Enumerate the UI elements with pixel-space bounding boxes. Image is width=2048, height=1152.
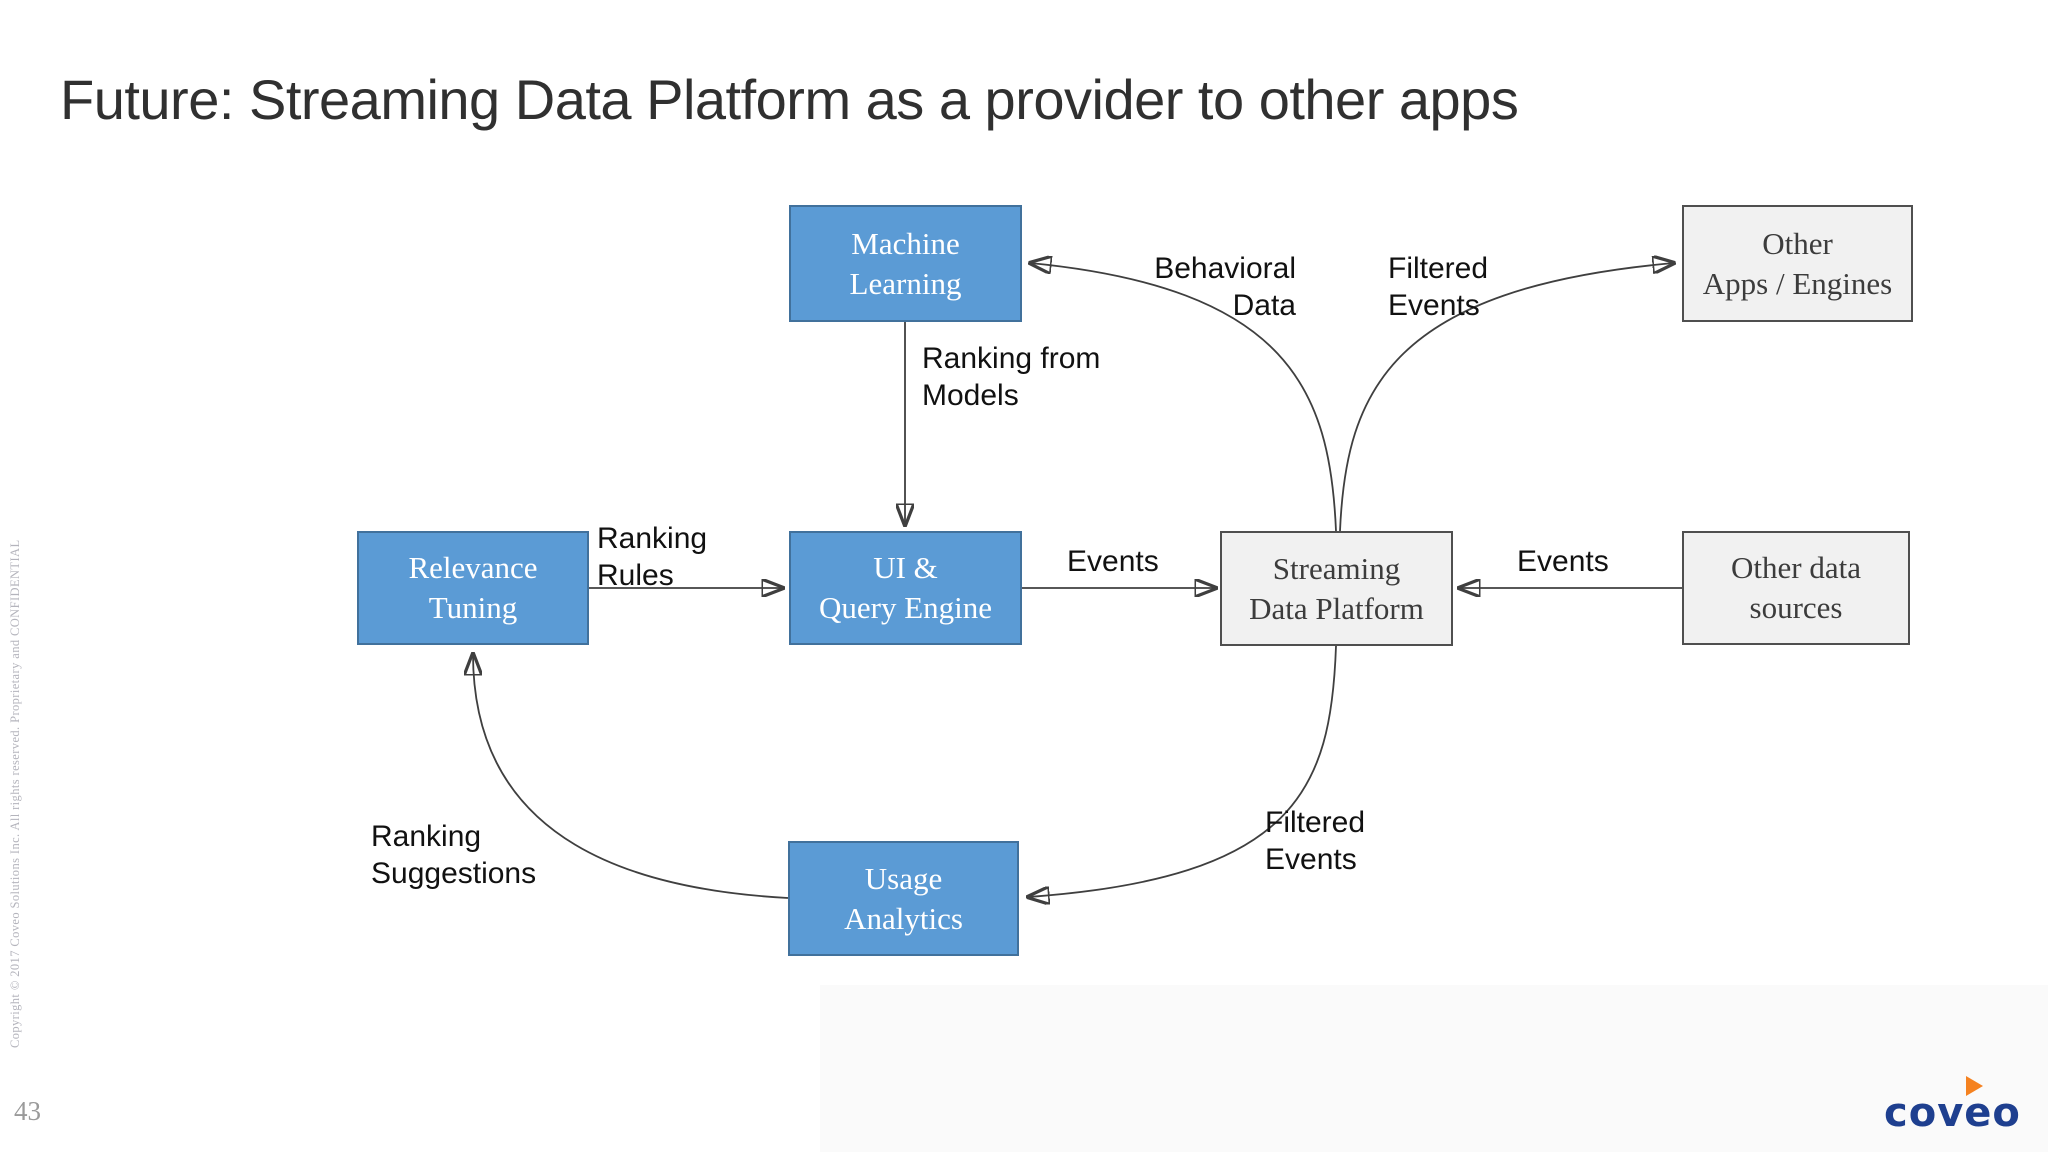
edge-label-ranking-from-models: Ranking from Models <box>922 342 1101 412</box>
edge-label-events-left: Events <box>1067 545 1159 578</box>
node-usage-analytics: Usage Analytics <box>788 841 1019 956</box>
node-relevance-tuning: Relevance Tuning <box>357 531 589 645</box>
logo-wordmark: coveo <box>1884 1090 2021 1136</box>
copyright-notice: Copyright © 2017 Coveo Solutions Inc. Al… <box>8 539 22 1048</box>
edge-label-ranking-rules: Ranking Rules <box>597 522 708 592</box>
edge-label-ranking-suggestions: Ranking Suggestions <box>371 820 537 890</box>
edge-label-filtered-events-top: Filtered Events <box>1388 252 1489 322</box>
arrow-ranking-suggestions <box>473 654 789 899</box>
coveo-logo: coveo <box>1884 1076 2024 1136</box>
edge-label-events-right: Events <box>1517 545 1609 578</box>
logo-play-icon <box>1966 1076 1983 1096</box>
node-ui-query-engine: UI & Query Engine <box>789 531 1022 645</box>
arrow-filtered-events-top <box>1339 263 1674 532</box>
page-title: Future: Streaming Data Platform as a pro… <box>60 67 1519 131</box>
node-machine-learning: Machine Learning <box>789 205 1022 322</box>
node-other-data-sources: Other data sources <box>1682 531 1910 645</box>
edge-label-behavioral-data: Behavioral Data <box>1154 252 1296 322</box>
edge-label-filtered-events-bottom: Filtered Events <box>1265 806 1366 876</box>
node-other-apps-engines: Other Apps / Engines <box>1682 205 1913 322</box>
node-streaming-data-platform: Streaming Data Platform <box>1220 531 1453 646</box>
page-number: 43 <box>14 1096 41 1126</box>
background-band <box>820 985 2048 1152</box>
arrow-filtered-events-bottom <box>1028 645 1337 897</box>
arrow-behavioral-data <box>1030 263 1337 532</box>
